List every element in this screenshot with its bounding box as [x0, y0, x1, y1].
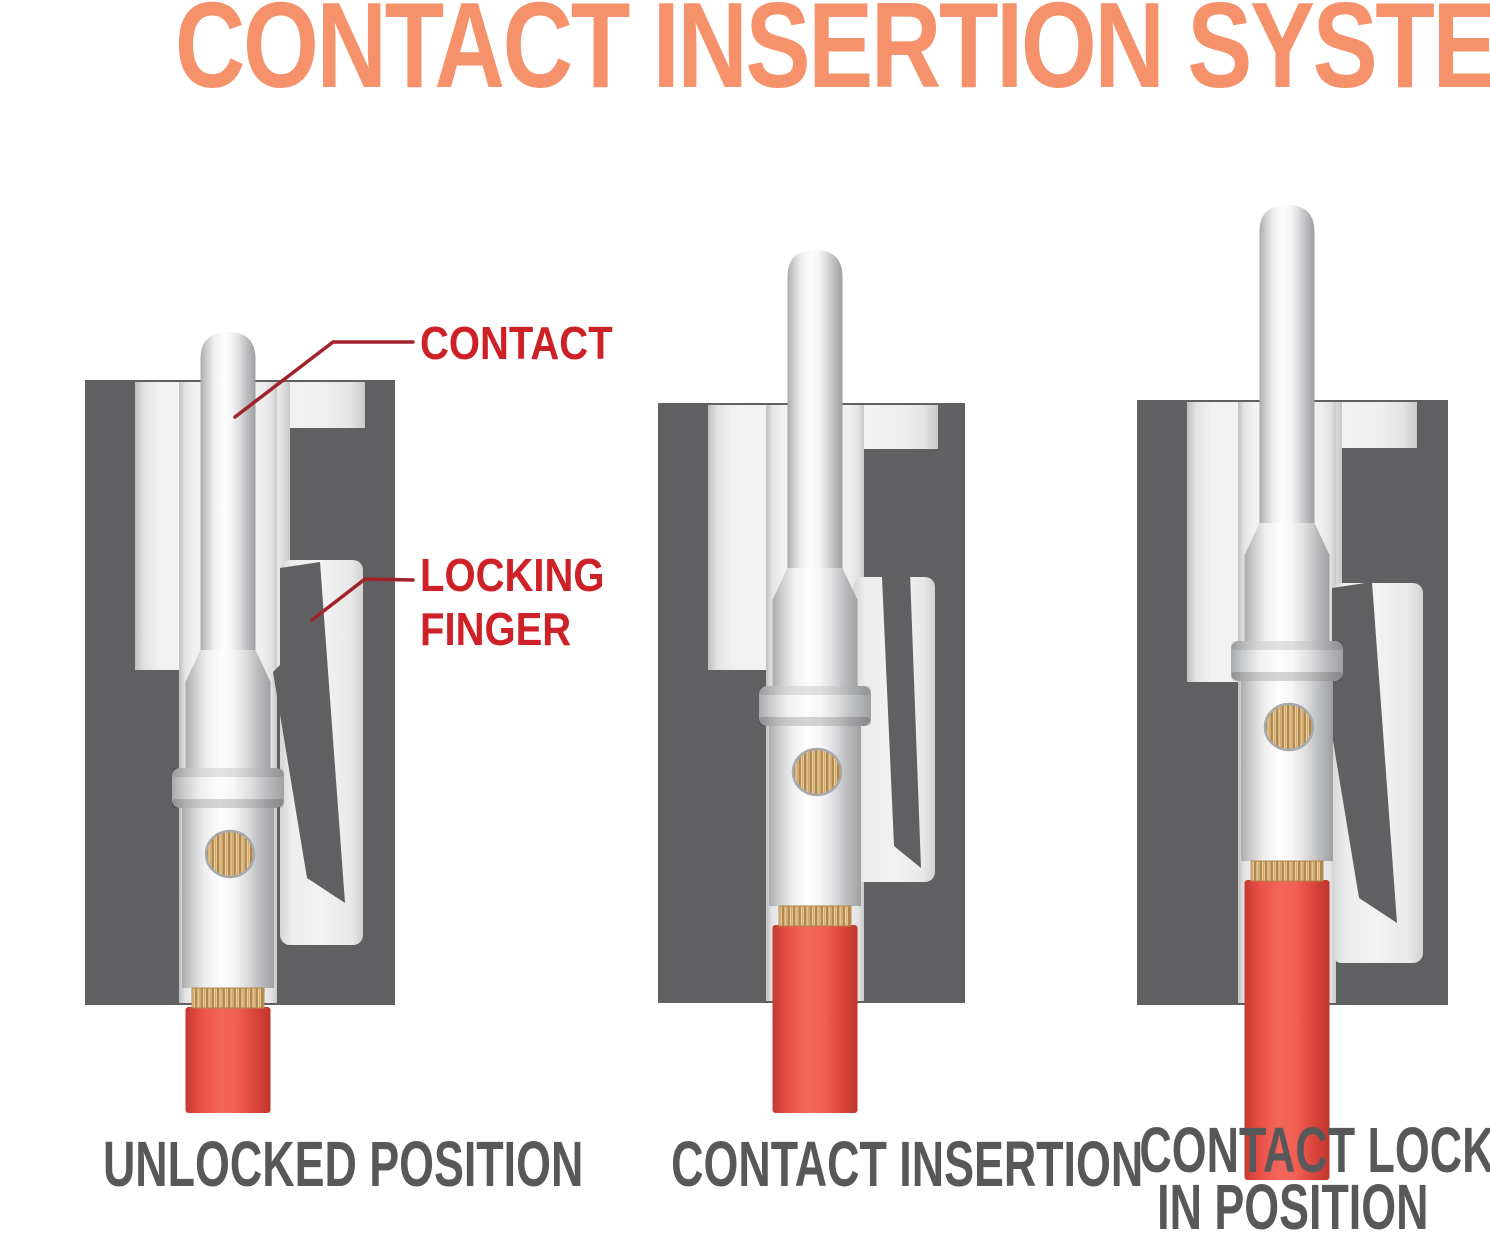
contact-callout: CONTACT: [420, 316, 641, 370]
caption-text: UNLOCKED POSITION: [102, 1128, 584, 1200]
locking-finger-deflected: [882, 573, 921, 868]
wire-insulation: [772, 925, 858, 1113]
stage-contact-insertion: [658, 248, 965, 1113]
caption-contact-locked: CONTACT LOCKED IN POSITION: [1050, 1114, 1490, 1239]
stage-unlocked-position: [85, 330, 395, 1113]
caption-text-line1: CONTACT LOCKED: [1139, 1114, 1490, 1186]
locking-finger-callout-line2: FINGER: [420, 603, 572, 655]
wire-insulation: [1244, 880, 1330, 1180]
contact-leader-line: [233, 340, 415, 419]
caption-text: CONTACT INSERTION: [671, 1128, 1144, 1200]
caption-text-line2: IN POSITION: [1156, 1171, 1429, 1239]
locking-finger: [273, 562, 345, 903]
stage-contact-locked: [1137, 203, 1448, 1180]
locking-finger-callout-line1: LOCKING: [420, 549, 605, 601]
caption-unlocked-position: UNLOCKED POSITION: [0, 1132, 583, 1196]
contact-callout-text: CONTACT: [420, 317, 613, 369]
locking-finger-callout: LOCKING FINGER: [420, 548, 632, 656]
locking-finger-leader-line: [310, 577, 415, 622]
wire-insulation: [185, 1007, 271, 1113]
caption-contact-insertion: CONTACT INSERTION: [570, 1132, 1143, 1196]
page-title-text: CONTACT INSERTION SYSTEM: [174, 0, 1490, 113]
page-title: CONTACT INSERTION SYSTEM: [0, 0, 1490, 106]
